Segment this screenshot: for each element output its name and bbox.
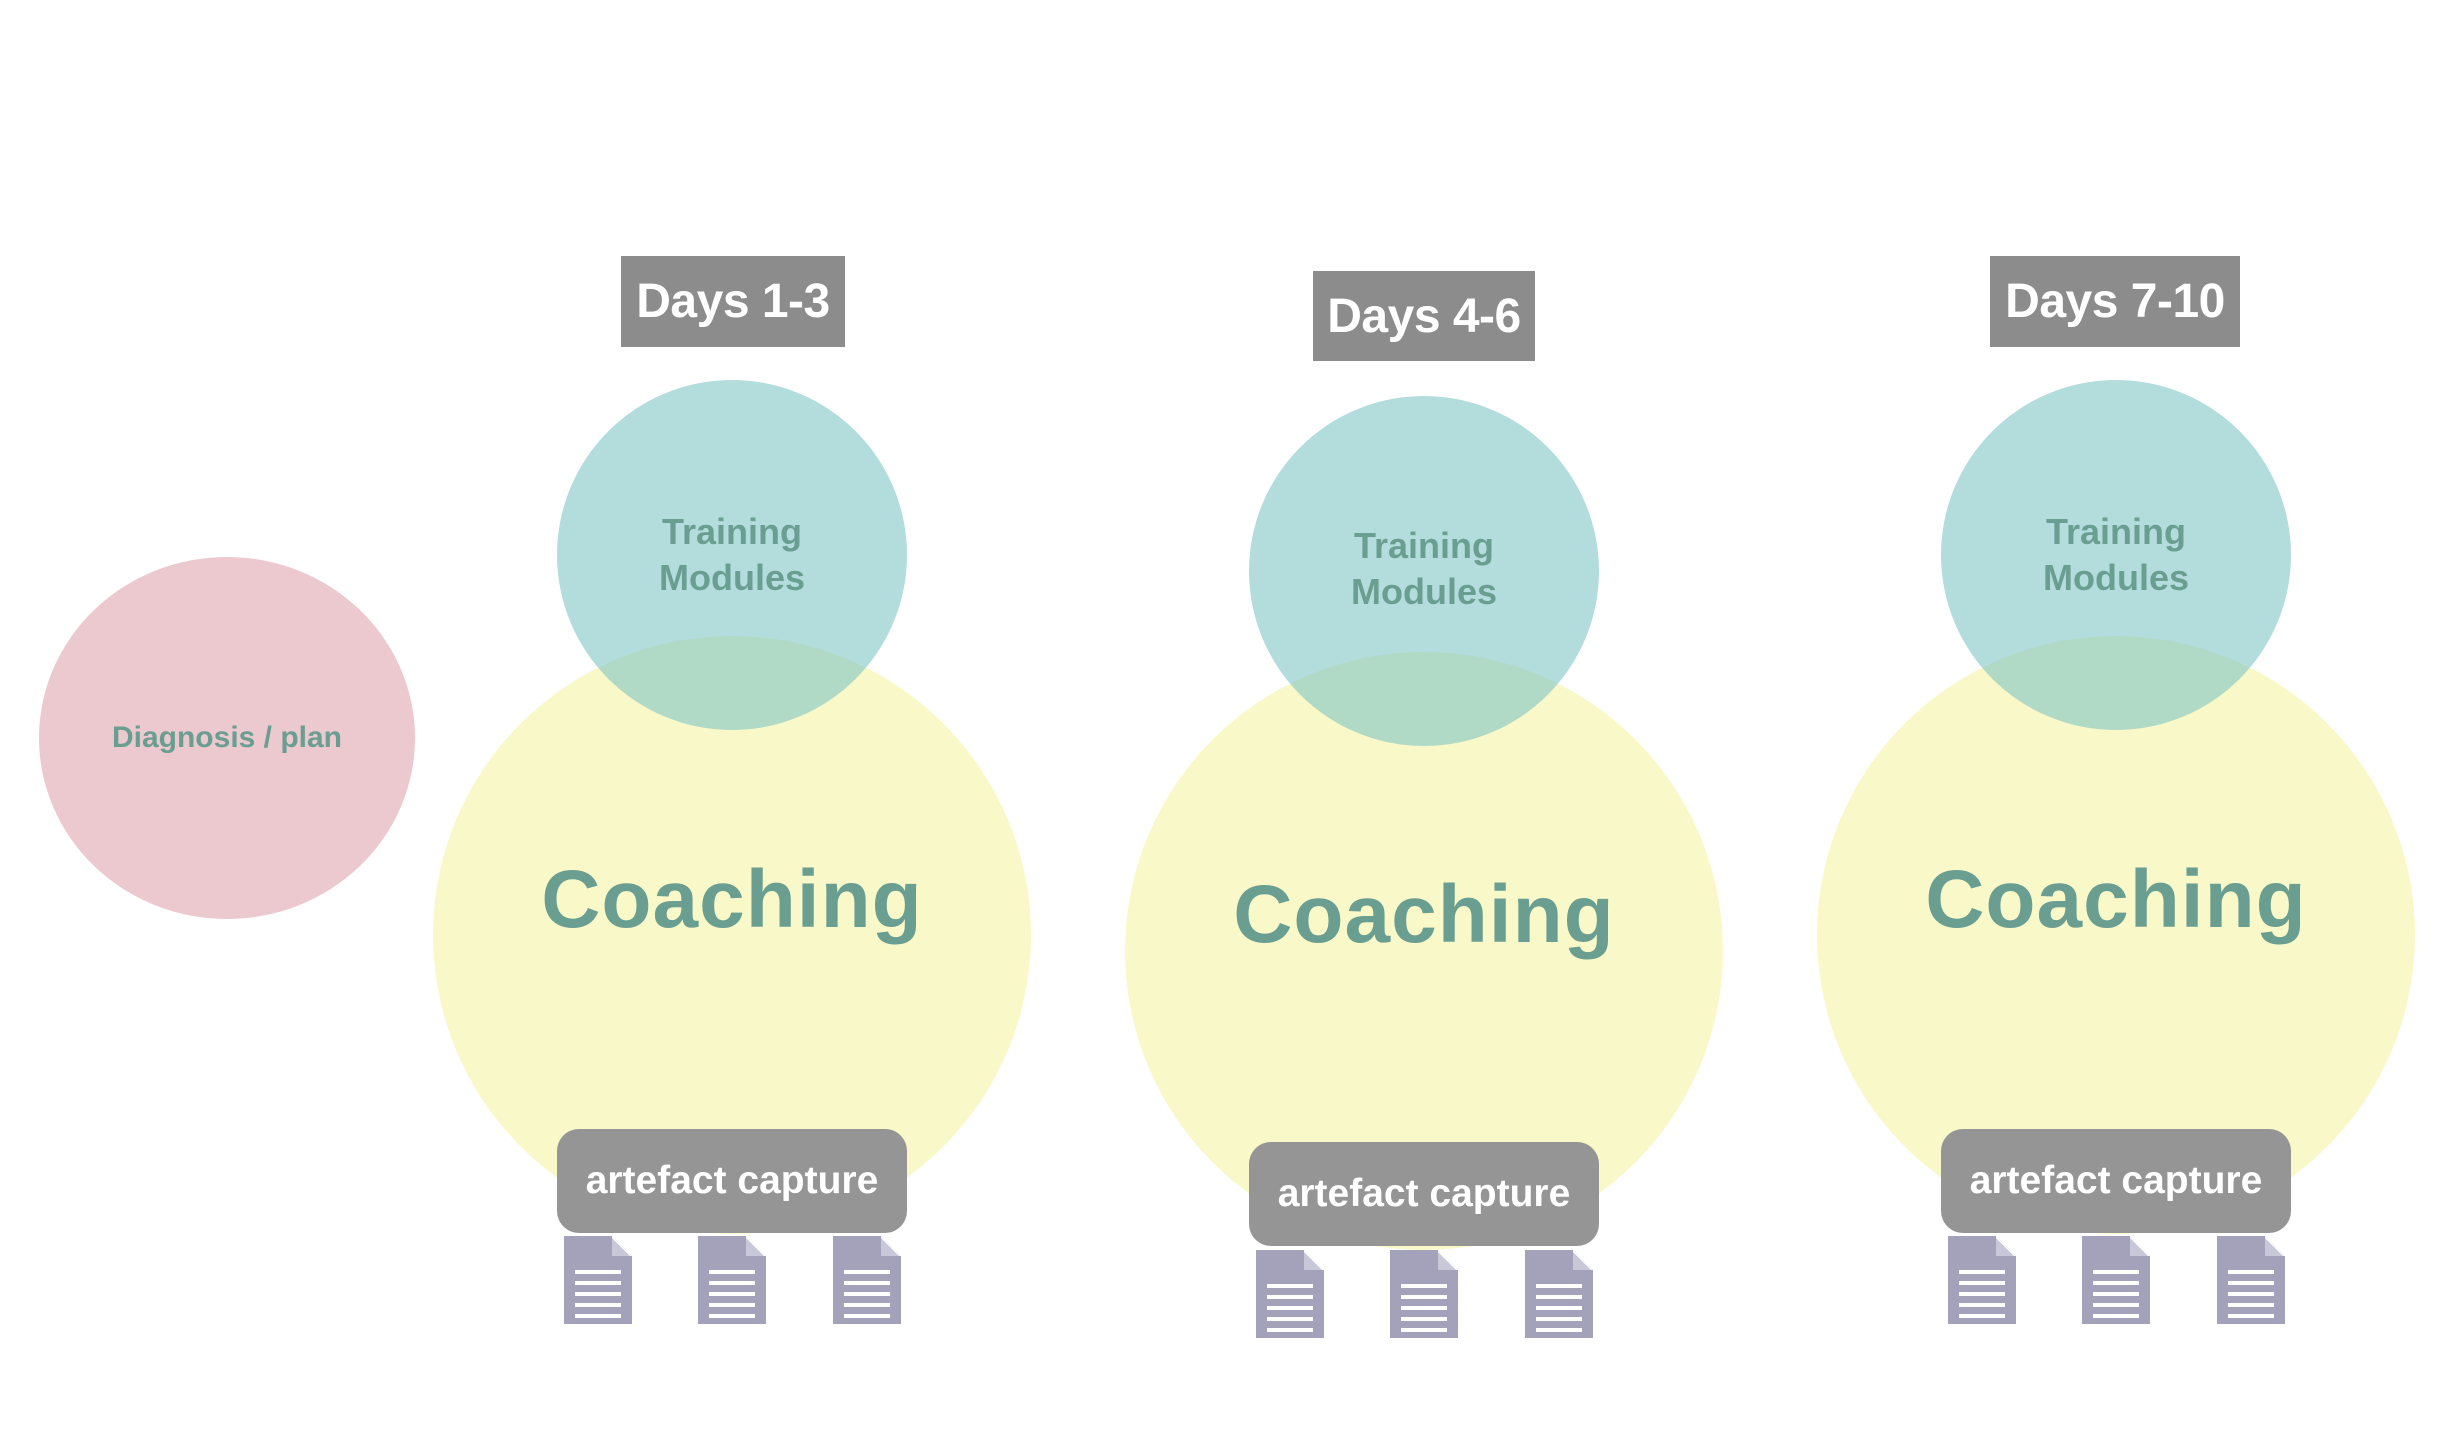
artefact-capture-label: artefact capture — [1969, 1159, 2263, 1202]
artefact-capture-label: artefact capture — [1277, 1172, 1571, 1215]
training-modules-label: Training Modules — [1350, 525, 1497, 612]
coaching-label: Coaching — [1233, 869, 1615, 960]
days-label: Days 7-10 — [1990, 256, 2240, 347]
days-label: Days 1-3 — [621, 256, 845, 347]
artefact-capture-box: artefact capture — [557, 1129, 907, 1233]
coaching-label: Coaching — [541, 854, 923, 945]
days-label: Days 4-6 — [1313, 271, 1535, 361]
document-icon — [2217, 1236, 2285, 1324]
coaching-label: Coaching — [1925, 854, 2307, 945]
document-icon — [1525, 1250, 1593, 1338]
training-modules-label: Training Modules — [2042, 511, 2189, 598]
diagnosis-label: Diagnosis / plan — [111, 721, 343, 754]
document-icon — [2082, 1236, 2150, 1324]
training-modules-label: Training Modules — [658, 511, 805, 598]
training-modules-circle — [1249, 396, 1599, 746]
artefact-capture-label: artefact capture — [585, 1159, 879, 1202]
document-icon — [833, 1236, 901, 1324]
diagnosis-circle — [39, 557, 415, 919]
training-modules-circle — [1941, 380, 2291, 730]
document-icon — [698, 1236, 766, 1324]
training-modules-circle — [557, 380, 907, 730]
document-icon — [1948, 1236, 2016, 1324]
document-icon — [564, 1236, 632, 1324]
artefact-capture-box: artefact capture — [1941, 1129, 2291, 1233]
document-icon — [1256, 1250, 1324, 1338]
artefact-capture-box: artefact capture — [1249, 1142, 1599, 1246]
document-icon — [1390, 1250, 1458, 1338]
